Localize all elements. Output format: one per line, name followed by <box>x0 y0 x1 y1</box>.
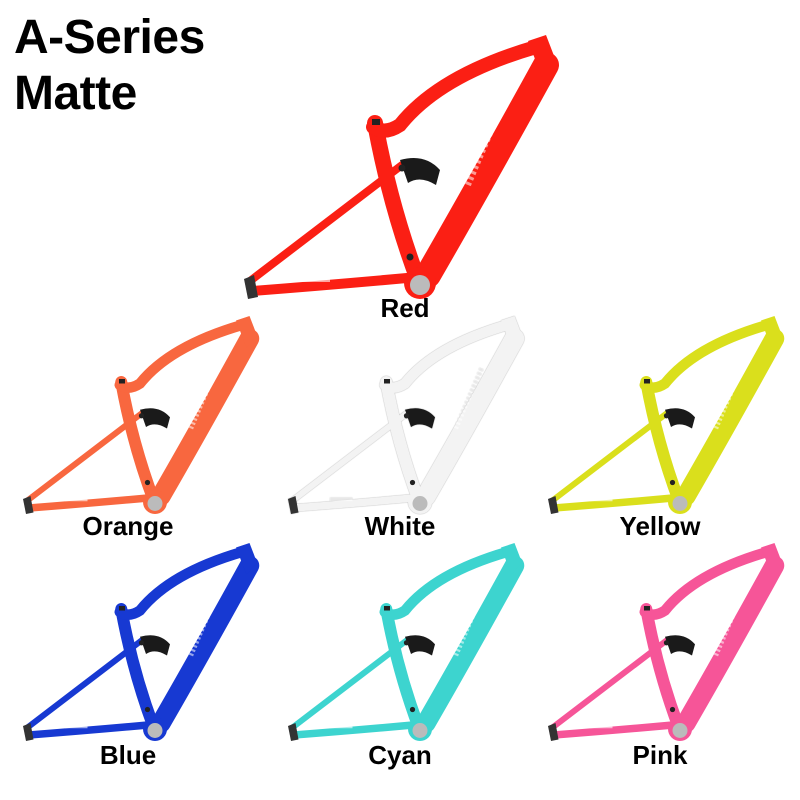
bike-frame-yellow <box>548 316 782 514</box>
bike-frame-blue <box>23 543 257 741</box>
bike-frame-orange <box>23 316 257 514</box>
color-label-white: White <box>364 511 436 541</box>
bike-frame-pink <box>548 543 782 741</box>
bike-frame-cyan <box>288 543 522 741</box>
bike-frame-white <box>288 316 522 514</box>
bike-frame-red <box>244 35 556 299</box>
color-label-orange: Orange <box>82 511 174 541</box>
series-title: A-Series <box>14 11 205 64</box>
color-label-blue: Blue <box>99 740 157 770</box>
color-label-pink: Pink <box>632 740 688 770</box>
color-label-red: Red <box>380 293 430 323</box>
color-label-cyan: Cyan <box>368 740 432 770</box>
finish-title: Matte <box>14 67 137 120</box>
color-label-yellow: Yellow <box>619 511 701 541</box>
